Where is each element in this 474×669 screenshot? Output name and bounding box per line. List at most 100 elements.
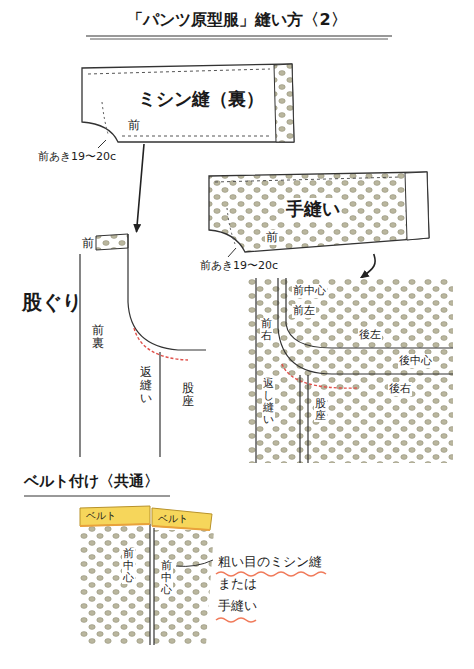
section-heading: ベルト付け〈共通〉 bbox=[24, 472, 159, 491]
crotch-seam-figure: 前中心前左前右 後左後中心後右 返し縫い 股座 bbox=[248, 278, 453, 463]
crotch-curve bbox=[128, 234, 206, 350]
text-slot: 手縫い bbox=[285, 198, 341, 221]
belt-edge bbox=[80, 524, 150, 526]
dimension-note: 前あき19〜20c bbox=[38, 150, 116, 164]
center-seam bbox=[153, 528, 154, 645]
center-seam bbox=[299, 375, 300, 463]
stitch-line bbox=[88, 69, 270, 74]
text-slot: 前あき19〜20c bbox=[200, 259, 278, 273]
title-underline bbox=[90, 39, 388, 40]
crotch-curve bbox=[278, 278, 453, 374]
part-label: 前 bbox=[82, 236, 94, 251]
text-slot: 後左 bbox=[358, 328, 382, 342]
belt-label: ベルト bbox=[158, 513, 188, 526]
pant-piece: 手縫い bbox=[205, 172, 430, 254]
flow-arrow bbox=[361, 254, 375, 278]
part-label: 前 bbox=[265, 230, 279, 245]
text-slot: 前 bbox=[82, 236, 94, 251]
text-slot: 前あき19〜20c bbox=[38, 150, 116, 164]
text-slot: 前裏 bbox=[92, 324, 104, 350]
fabric-piece bbox=[154, 530, 214, 645]
heading-underline bbox=[24, 496, 170, 497]
crotch-curve bbox=[286, 278, 453, 348]
part-label: 股座 bbox=[314, 398, 327, 422]
stitch-line bbox=[122, 136, 270, 137]
leader-line bbox=[98, 140, 106, 148]
text-slot: 股座 bbox=[314, 398, 327, 422]
text-slot: 前 bbox=[128, 118, 140, 133]
stitch-label: 返し縫い bbox=[262, 378, 275, 426]
belt-edge bbox=[152, 526, 210, 530]
section-heading: 股ぐり bbox=[22, 290, 82, 315]
text-slot: 前中心 bbox=[292, 284, 327, 298]
stitch-mark bbox=[216, 572, 326, 576]
part-label: 前 bbox=[128, 118, 140, 133]
note-text: 粗い目のミシン縫 または bbox=[218, 551, 336, 595]
stitch-mark bbox=[216, 618, 256, 622]
side-line bbox=[79, 254, 80, 457]
text-slot: 前右 bbox=[260, 318, 273, 342]
text-slot: ベルト付け〈共通〉 bbox=[24, 472, 159, 491]
belt-band bbox=[80, 506, 150, 526]
part-label: 前裏 bbox=[92, 324, 104, 350]
text-slot: 後右 bbox=[388, 382, 412, 396]
part-label: 後右 bbox=[388, 382, 412, 396]
text-slot: 返縫い bbox=[140, 366, 152, 406]
part-label: 前左 bbox=[292, 304, 316, 318]
part-label: 後中心 bbox=[398, 354, 433, 368]
hem-band bbox=[405, 172, 429, 240]
text-slot: 前中心 bbox=[160, 560, 173, 596]
title-underline bbox=[86, 35, 392, 36]
page-title: 「パンツ原型服」縫い方〈2〉 bbox=[127, 10, 346, 30]
text-slot: 前中心 bbox=[122, 548, 135, 584]
text-slot: 後中心 bbox=[398, 354, 433, 368]
backstitch-line bbox=[282, 364, 358, 388]
part-label: 前右 bbox=[260, 318, 273, 342]
front-opening bbox=[227, 208, 235, 244]
backstitch-line bbox=[134, 328, 188, 360]
text-slot: 前 bbox=[265, 230, 279, 245]
leader-line bbox=[228, 248, 236, 257]
part-label: 前中心 bbox=[160, 560, 173, 596]
pant-piece: ミシン縫（裏） bbox=[78, 62, 298, 144]
fabric-ground bbox=[248, 278, 453, 463]
waist-band bbox=[96, 234, 128, 250]
hem-band bbox=[274, 64, 294, 142]
belt-label: ベルト bbox=[86, 510, 116, 523]
text-slot: 粗い目のミシン縫 または bbox=[218, 551, 336, 595]
text-slot: 手縫い bbox=[218, 598, 257, 614]
part-label: 股座 bbox=[182, 382, 194, 408]
part-label: 後左 bbox=[358, 328, 382, 342]
waist-belt: ベルト bbox=[80, 506, 150, 526]
text-slot: ベルト bbox=[86, 510, 116, 523]
leader-line bbox=[176, 560, 213, 566]
note-text: 手縫い bbox=[218, 598, 257, 614]
piece-outline bbox=[82, 64, 294, 142]
part-label: 前中心 bbox=[122, 548, 135, 584]
dimension-note: 前あき19〜20c bbox=[200, 259, 278, 273]
belt-band bbox=[152, 508, 212, 530]
side-line bbox=[255, 278, 256, 463]
front-opening bbox=[102, 102, 108, 134]
part-label: 前中心 bbox=[292, 284, 327, 298]
title-slot: 「パンツ原型服」縫い方〈2〉 bbox=[0, 10, 474, 30]
step-title: ミシン縫（裏） bbox=[138, 88, 264, 111]
center-seam bbox=[159, 352, 160, 457]
text-slot: 返し縫い bbox=[262, 378, 275, 426]
step-title: 手縫い bbox=[285, 198, 341, 221]
stitch-label: 返縫い bbox=[140, 366, 152, 406]
piece-outline bbox=[209, 172, 429, 252]
text-slot: 股座 bbox=[182, 382, 194, 408]
flow-arrow bbox=[137, 144, 145, 232]
waist-belt: ベルト bbox=[152, 506, 214, 530]
stitch-line bbox=[215, 177, 401, 182]
text-slot: ベルト bbox=[158, 513, 188, 526]
text-slot: 股ぐり bbox=[22, 290, 82, 315]
center-seam bbox=[307, 375, 308, 463]
text-slot: ミシン縫（裏） bbox=[138, 88, 264, 111]
node-shape bbox=[248, 278, 453, 463]
crotch-seam-figure: 前前裏返縫い 股座 bbox=[78, 232, 208, 457]
text-slot: 前左 bbox=[292, 304, 316, 318]
center-seam bbox=[149, 524, 150, 645]
